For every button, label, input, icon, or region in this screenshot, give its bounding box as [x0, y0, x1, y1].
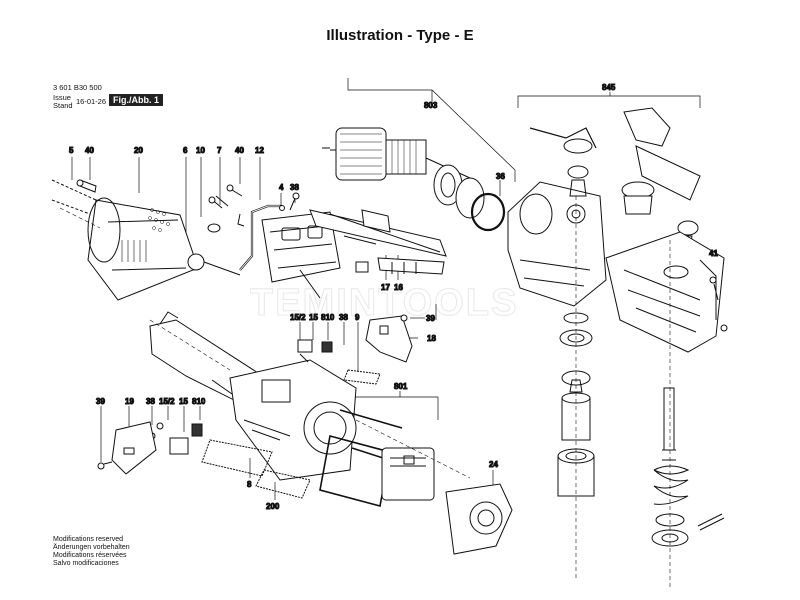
part-number: 3 601 B30 500: [53, 83, 102, 92]
callout-39a: 39: [426, 314, 435, 323]
footer-line-fr: Modifications réservées: [53, 552, 127, 559]
callout-6: 6: [183, 146, 188, 155]
callout-20: 20: [134, 146, 143, 155]
brush-cover-19: [111, 421, 157, 475]
brush-holder-upper: [297, 339, 333, 363]
clamping-spindle: [651, 387, 725, 547]
bearing-stack: [557, 312, 595, 497]
callout-810b: 810: [192, 397, 206, 406]
callout-38a: 38: [290, 183, 299, 192]
callout-40a: 40: [85, 146, 94, 155]
screw-7-40: [226, 184, 245, 227]
callout-12: 12: [255, 146, 264, 155]
spring-clip: [529, 127, 597, 197]
assembly-lines-lower: [59, 207, 471, 479]
motor-housing-20: [51, 179, 199, 301]
callout-labels: 5 40 20 6 10 7 40 12 4 38 803 36 845 41 …: [69, 83, 719, 512]
callout-39b: 39: [96, 397, 105, 406]
callout-24: 24: [489, 460, 498, 469]
main-housing: [149, 311, 357, 481]
switch-rod-6: [187, 195, 241, 276]
issue-label: Issue: [53, 93, 71, 102]
callout-7: 7: [217, 146, 222, 155]
footer-notes: Modifications reserved Änderungen vorbeh…: [53, 536, 130, 568]
footer-line-es: Salvo modificaciones: [53, 560, 119, 567]
callout-16: 16: [394, 283, 403, 292]
callout-9: 9: [355, 313, 360, 322]
callout-15b: 15: [179, 397, 188, 406]
brush-cover-18: [365, 314, 413, 363]
callout-10: 10: [196, 146, 205, 155]
center-axes: [575, 196, 671, 590]
callout-19: 19: [125, 397, 134, 406]
callout-15a: 15: [309, 313, 318, 322]
clamping-lever-845: [621, 107, 701, 249]
callout-803: 803: [424, 101, 438, 110]
armature-803: [322, 127, 506, 232]
brush-holder-lower: [148, 422, 203, 455]
gear-head-housing: [507, 181, 607, 307]
end-cap-24: [445, 483, 513, 555]
callout-40b: 40: [235, 146, 244, 155]
label-plates: [201, 369, 381, 499]
fig-tag: Fig./Abb. 1: [109, 94, 163, 106]
callout-810a: 810: [321, 313, 335, 322]
callout-36: 36: [496, 172, 505, 181]
screw-41: [709, 276, 728, 332]
issue-date: 16-01-26: [76, 97, 107, 106]
callout-4: 4: [279, 183, 284, 192]
field-coil-801: [319, 409, 435, 507]
callout-15-2a: 15/2: [290, 313, 306, 322]
screw-5-40: [76, 179, 97, 193]
callout-200: 200: [266, 502, 280, 511]
switch-module: [261, 192, 341, 299]
callout-41: 41: [709, 249, 718, 258]
footer-line-en: Modifications reserved: [53, 536, 124, 543]
callout-18: 18: [427, 334, 436, 343]
footer-line-de: Änderungen vorbehalten: [53, 544, 130, 551]
callout-17: 17: [381, 283, 390, 292]
front-cover: [605, 231, 725, 353]
callout-8: 8: [247, 480, 252, 489]
watermark: TEMINTOOLS: [250, 282, 518, 324]
callout-38c: 38: [146, 397, 155, 406]
callout-5: 5: [69, 146, 74, 155]
stand-label: Stand: [53, 101, 73, 110]
callout-15-2b: 15/2: [159, 397, 175, 406]
electronic-board-16: [309, 209, 447, 275]
callout-845: 845: [602, 83, 616, 92]
callout-801: 801: [394, 382, 408, 391]
diagram-title: Illustration - Type - E: [326, 27, 474, 44]
screw-39: [97, 461, 113, 470]
callout-38b: 38: [339, 313, 348, 322]
